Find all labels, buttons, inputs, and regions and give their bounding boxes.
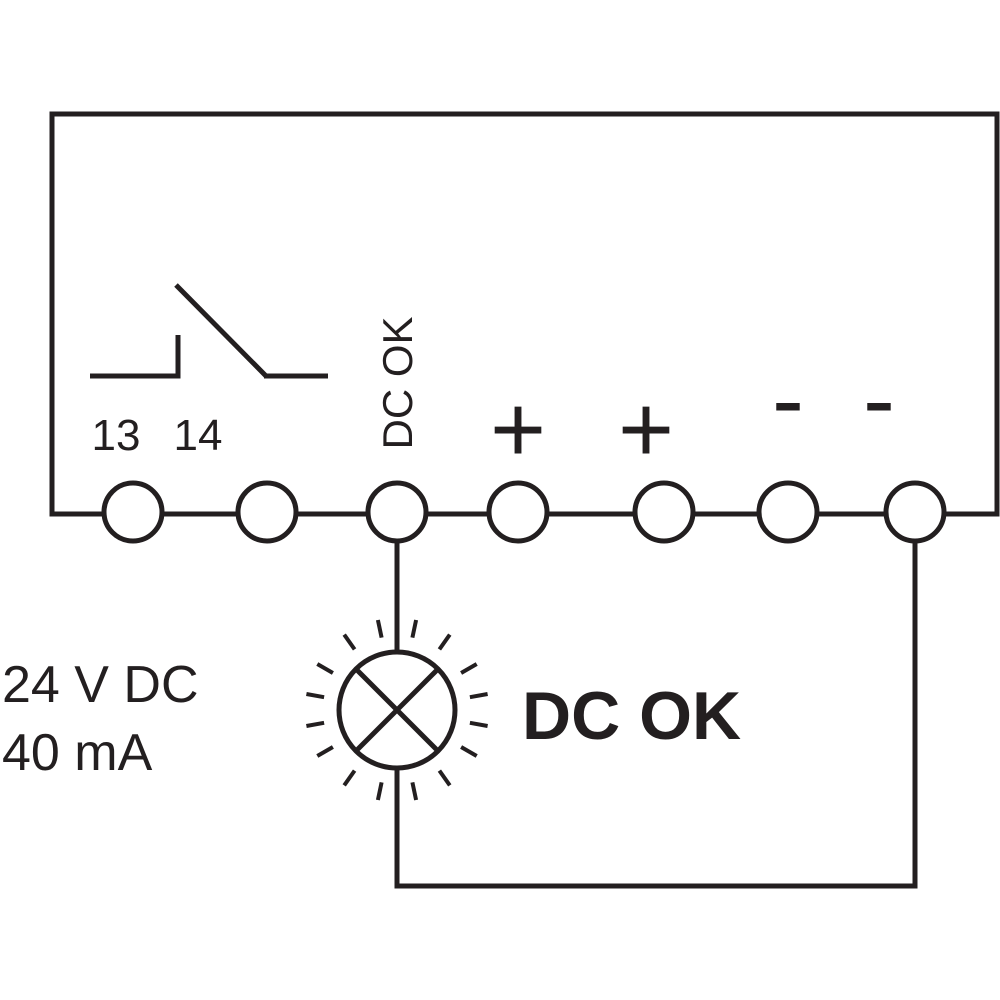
terminal-13 xyxy=(101,480,165,544)
indicator-lamp-icon xyxy=(336,649,458,771)
light-ray xyxy=(306,692,325,700)
terminal-dc-ok xyxy=(365,480,429,544)
terminal-label-plus-1: + xyxy=(490,376,546,483)
terminal-14 xyxy=(235,480,299,544)
terminal-label-dc-ok: DC OK xyxy=(374,316,421,449)
lamp-label: DC OK xyxy=(522,678,741,754)
terminal-label-14: 14 xyxy=(174,411,223,460)
terminal-label-plus-2: + xyxy=(618,376,674,483)
light-ray xyxy=(316,662,334,675)
terminal-plus-1 xyxy=(486,480,550,544)
light-ray xyxy=(410,619,419,639)
lamp-circuit-wire xyxy=(394,541,918,889)
light-ray xyxy=(460,662,478,675)
light-ray xyxy=(375,619,384,639)
terminal-label-minus-1: - xyxy=(772,346,804,453)
light-ray xyxy=(410,781,419,801)
terminal-label-minus-2: - xyxy=(863,346,895,453)
lamp-light-rays xyxy=(306,619,488,801)
light-ray xyxy=(469,720,488,728)
terminal-label-13: 13 xyxy=(92,411,141,460)
relay-contact-symbol xyxy=(90,283,328,379)
light-ray xyxy=(437,769,452,787)
supply-current-label: 40 mA xyxy=(2,724,153,782)
terminal-minus-2 xyxy=(883,480,947,544)
light-ray xyxy=(469,692,488,700)
housing-outline xyxy=(49,111,1000,517)
light-ray xyxy=(375,781,384,801)
terminal-minus-1 xyxy=(756,480,820,544)
light-ray xyxy=(437,633,452,651)
terminal-plus-2 xyxy=(632,480,696,544)
light-ray xyxy=(342,769,357,787)
light-ray xyxy=(316,745,334,758)
light-ray xyxy=(342,633,357,651)
light-ray xyxy=(306,720,325,728)
light-ray xyxy=(460,745,478,758)
supply-voltage-label: 24 V DC xyxy=(2,656,199,714)
